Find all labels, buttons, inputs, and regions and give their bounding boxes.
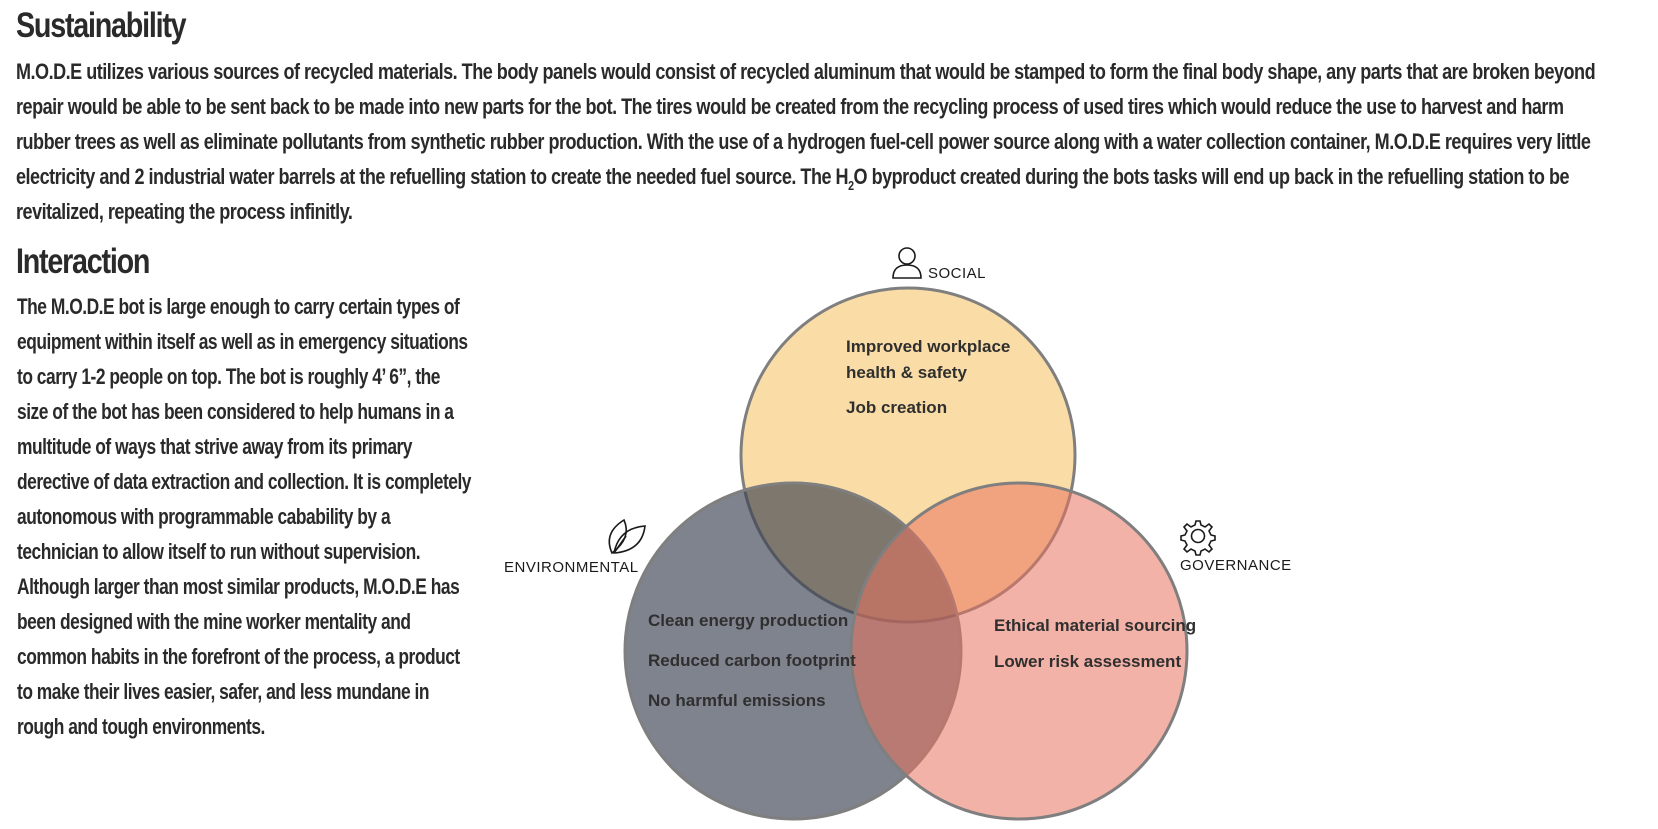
esg-venn-diagram: SOCIAL ENVIRONMENTAL GOVERNANCE Improved…	[504, 247, 1292, 821]
interaction-paragraph: The M.O.D.E bot is large enough to carry…	[17, 294, 472, 739]
social-item: health & safety	[846, 363, 967, 382]
person-icon	[892, 247, 922, 279]
environmental-item: Clean energy production	[648, 611, 848, 630]
environmental-item: Reduced carbon footprint	[648, 651, 856, 670]
governance-circle	[849, 481, 1189, 821]
governance-label: GOVERNANCE	[1180, 557, 1292, 574]
sustainability-title: Sustainability	[16, 6, 187, 45]
environmental-item: No harmful emissions	[648, 691, 826, 710]
gear-icon	[1180, 520, 1216, 556]
environmental-label: ENVIRONMENTAL	[504, 559, 639, 576]
interaction-title: Interaction	[16, 242, 150, 281]
social-item: Job creation	[846, 398, 947, 417]
leaf-icon	[608, 518, 646, 555]
social-item: Improved workplace	[846, 337, 1010, 356]
sustainability-paragraph: M.O.D.E utilizes various sources of recy…	[16, 54, 1619, 229]
governance-item: Lower risk assessment	[994, 652, 1181, 671]
subscript-2: 2	[848, 178, 854, 193]
governance-item: Ethical material sourcing	[994, 616, 1196, 635]
sustainability-text-part1: M.O.D.E utilizes various sources of recy…	[16, 59, 1596, 189]
sustainability-text-part2: O byproduct created during the bots task…	[16, 164, 1570, 224]
social-label: SOCIAL	[928, 265, 986, 282]
